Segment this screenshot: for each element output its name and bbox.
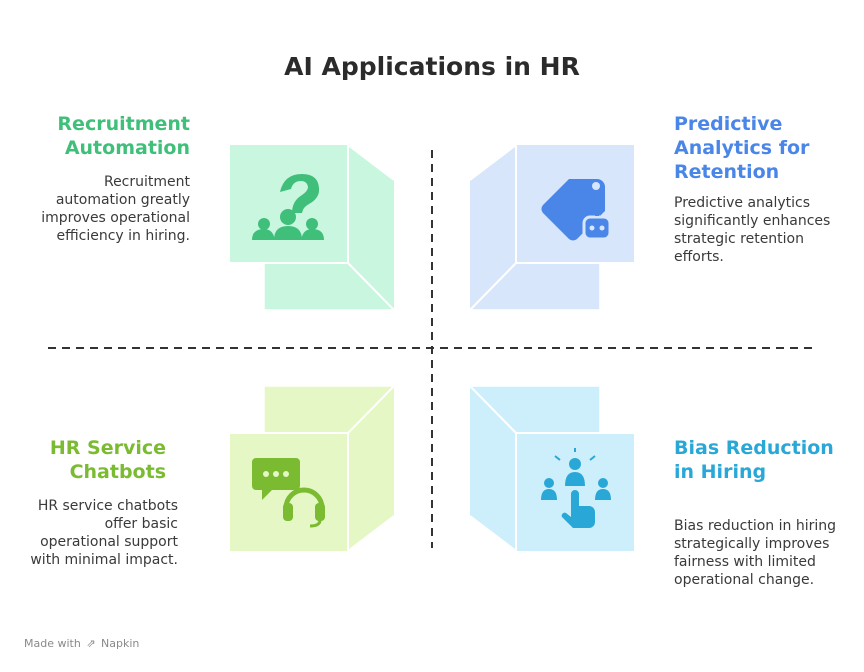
quadrant-title-hr-service-chatbots: HR Service Chatbots [49, 437, 166, 483]
quadrant-title-bias-reduction: Bias Reduction in Hiring [674, 437, 834, 483]
page-title: AI Applications in HR [284, 52, 580, 81]
footer-credit: Made with ⇗ Napkin [24, 637, 139, 650]
quadrant-desc-predictive-analytics: Predictive analytics significantly enhan… [674, 195, 831, 265]
napkin-logo-icon: ⇗ [86, 637, 96, 650]
quadrant-desc-recruitment-automation: Recruitment automation greatly improves … [41, 174, 190, 244]
quadrant-desc-bias-reduction: Bias reduction in hiring strategically i… [674, 518, 836, 588]
quadrant-title-predictive-analytics: Predictive Analytics for Retention [674, 113, 810, 183]
quadrant-title-recruitment-automation: Recruitment Automation [57, 113, 190, 159]
box-hr-service-chatbots [230, 385, 395, 552]
footer-brand: Napkin [101, 637, 140, 650]
footer-made-with: Made with [24, 637, 81, 650]
tag-robot-icon [541, 179, 612, 241]
chat-headset-icon [252, 458, 325, 528]
box-bias-reduction [469, 385, 634, 552]
pointer-people-icon [541, 448, 611, 528]
hiring-people-icon [252, 174, 324, 240]
quadrant-desc-hr-service-chatbots: HR service chatbots offer basic operatio… [30, 498, 178, 568]
